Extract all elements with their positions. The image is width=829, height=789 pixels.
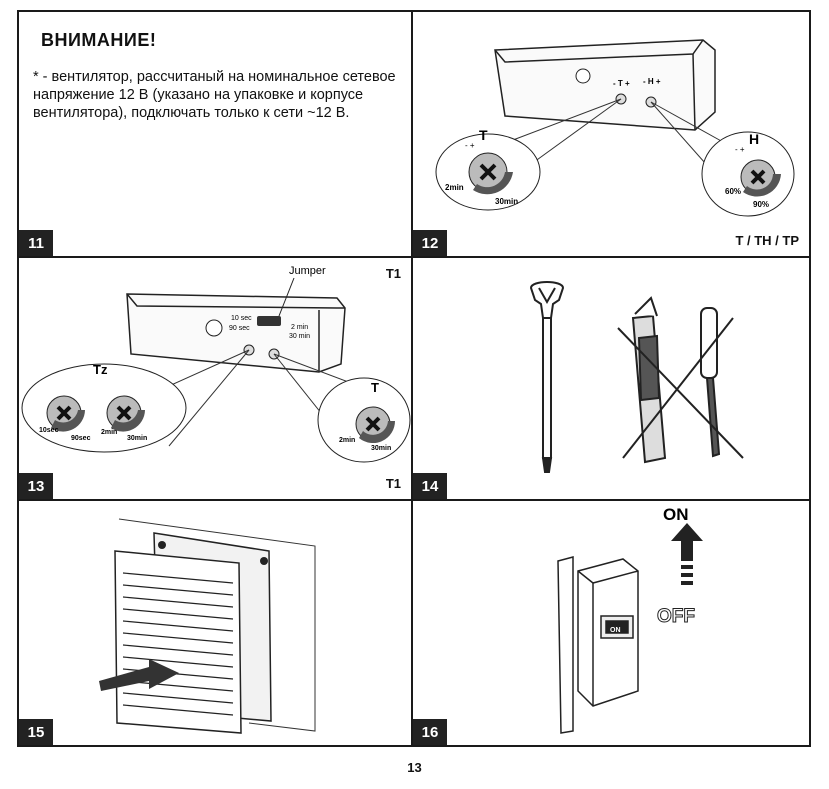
svg-text:2min: 2min xyxy=(101,429,117,436)
box-hole xyxy=(575,68,591,84)
breaker-illustration: ON ON OFF xyxy=(557,505,703,734)
svg-text:90%: 90% xyxy=(753,200,769,209)
jumper-icon xyxy=(257,316,281,326)
panel-15: 15 xyxy=(17,499,413,747)
warning-text: * - вентилятор, рассчитаный на номинальн… xyxy=(33,69,396,121)
knob-t-mid-screw-icon xyxy=(116,405,132,421)
din-rail xyxy=(557,556,574,734)
svg-text:10sec: 10sec xyxy=(39,427,59,434)
svg-text:30min: 30min xyxy=(127,435,147,442)
knob-t-symbol: T xyxy=(371,380,379,395)
panel-14: 14 xyxy=(411,256,811,501)
up-arrow-icon xyxy=(671,523,703,585)
knob-h-symbol: H xyxy=(749,131,759,147)
panel-13: Jumper 10 sec 90 sec 2 min 30 min Tz 10s… xyxy=(17,256,413,501)
box-hole xyxy=(205,319,223,337)
cross-out-icon xyxy=(617,317,744,459)
tz-label: Tz xyxy=(93,362,108,377)
grille-cover xyxy=(114,550,242,734)
knob-t-screw-icon xyxy=(479,163,497,181)
svg-text:2min: 2min xyxy=(445,183,464,192)
timer-controls-illustration: Jumper 10 sec 90 sec 2 min 30 min Tz 10s… xyxy=(21,265,411,463)
knob-t-symbol: T xyxy=(479,127,488,143)
knob-t-screw-icon xyxy=(365,416,381,432)
panel-number: 12 xyxy=(413,230,447,256)
knob-tz-screw-icon xyxy=(56,405,72,421)
controller-box xyxy=(126,293,346,373)
jumper-label: Jumper xyxy=(289,265,326,277)
svg-text:10 sec: 10 sec xyxy=(231,315,252,322)
fan-controls-illustration: - T + - H + T - + 2min 30min H - + 60% 9… xyxy=(435,39,795,217)
utility-knife-icon xyxy=(631,296,667,464)
grille-install-illustration xyxy=(99,518,316,734)
special-key-tool-icon xyxy=(529,281,565,473)
box-h-label: - H + xyxy=(643,77,661,86)
model-label: T / TH / TP xyxy=(735,233,799,248)
circuit-breaker xyxy=(577,558,639,707)
svg-text:30min: 30min xyxy=(371,445,391,452)
t1-bottom-label: T1 xyxy=(385,476,401,491)
svg-text:90sec: 90sec xyxy=(71,435,91,442)
panel-number: 15 xyxy=(19,719,53,745)
off-label: OFF xyxy=(657,606,695,627)
controller-box xyxy=(494,39,716,131)
on-label: ON xyxy=(663,505,689,524)
svg-text:90 sec: 90 sec xyxy=(229,325,250,332)
push-arrow-icon xyxy=(99,659,179,691)
svg-text:2min: 2min xyxy=(339,437,355,444)
svg-text:60%: 60% xyxy=(725,187,741,196)
page-number: 13 xyxy=(407,760,422,775)
t1-top-label: T1 xyxy=(385,266,401,281)
svg-text:- +: - + xyxy=(465,141,475,150)
svg-text:30min: 30min xyxy=(495,197,518,206)
svg-text:30 min: 30 min xyxy=(289,333,310,340)
panel-number: 13 xyxy=(19,473,53,499)
panel-number: 11 xyxy=(19,230,53,256)
screwdriver-icon xyxy=(700,307,721,458)
panel-11: ВНИМАНИЕ! * - вентилятор, рассчитаный на… xyxy=(17,10,413,258)
knob-h-screw-icon xyxy=(750,169,766,185)
tools-illustration xyxy=(529,281,744,473)
warning-title: ВНИМАНИЕ! xyxy=(41,30,157,50)
panel-12: - T + - H + T - + 2min 30min H - + 60% 9… xyxy=(411,10,811,258)
svg-text:- +: - + xyxy=(735,145,745,154)
knobs-tz-callout xyxy=(21,363,187,453)
panel-16: ON ON OFF 16 xyxy=(411,499,811,747)
svg-text:2 min: 2 min xyxy=(291,324,308,331)
panel-number: 14 xyxy=(413,473,447,499)
panel-number: 16 xyxy=(413,719,447,745)
box-t-label: - T + xyxy=(613,79,630,88)
switch-on-label: ON xyxy=(610,627,621,634)
